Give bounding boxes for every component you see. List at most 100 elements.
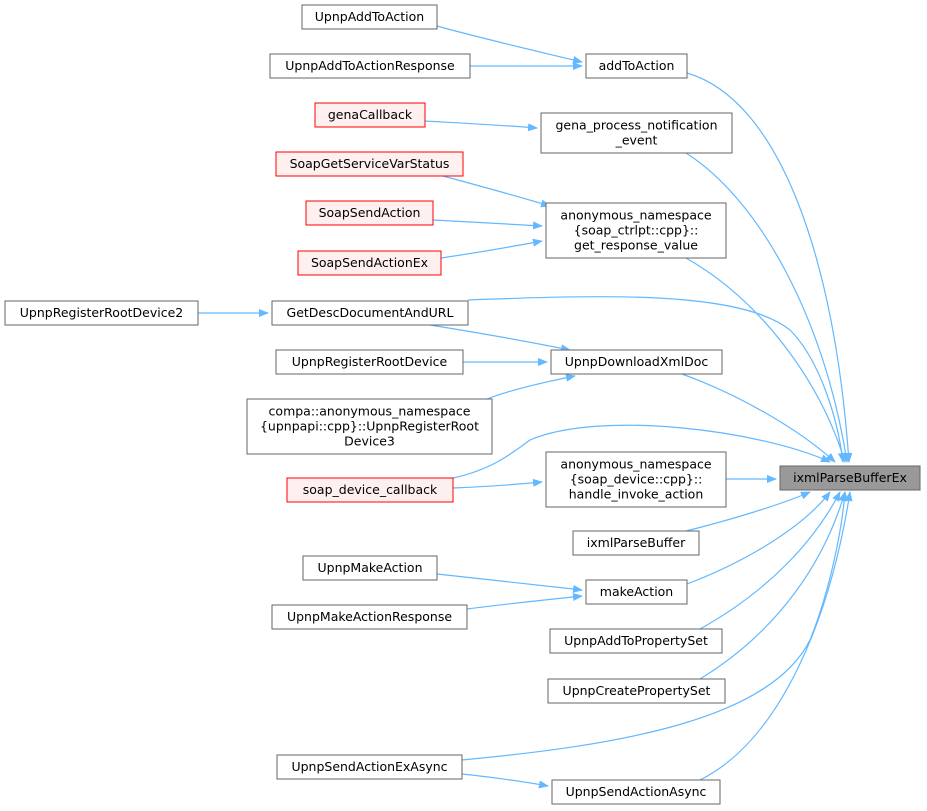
- node-SoapGetServiceVarStatus[interactable]: SoapGetServiceVarStatus: [275, 151, 464, 177]
- node-box: [540, 112, 733, 154]
- node-ixmlParseBuffer[interactable]: ixmlParseBuffer: [572, 530, 700, 556]
- edge-UpnpDownloadXmlDoc-to-ixmlParseBufferEx: [681, 373, 836, 463]
- node-box: [545, 451, 727, 508]
- edge-UpnpMakeActionResponse-to-makeAction: [466, 592, 583, 610]
- node-SoapSendAction[interactable]: SoapSendAction: [305, 200, 434, 226]
- node-label: anonymous_namespace: [560, 208, 711, 223]
- edge-get_response_value-to-ixmlParseBufferEx: [685, 257, 847, 463]
- edge-UpnpAddToAction-to-addToAction: [436, 25, 583, 64]
- node-label: UpnpMakeAction: [317, 560, 422, 575]
- node-makeAction[interactable]: makeAction: [585, 579, 688, 605]
- node-box: [271, 604, 468, 630]
- node-label: SoapSendAction: [319, 205, 421, 220]
- node-label: addToAction: [599, 58, 675, 73]
- node-UpnpAddToPropertySet[interactable]: UpnpAddToPropertySet: [549, 628, 723, 654]
- node-UpnpRegisterRootDevice2[interactable]: UpnpRegisterRootDevice2: [4, 300, 199, 326]
- node-UpnpAddToAction[interactable]: UpnpAddToAction: [301, 4, 438, 30]
- node-label: UpnpCreatePropertySet: [563, 683, 711, 698]
- node-UpnpRegisterRootDevice[interactable]: UpnpRegisterRootDevice: [275, 349, 464, 375]
- node-box: [286, 477, 454, 503]
- edge-SoapSendAction-to-get_response_value: [432, 219, 543, 230]
- node-box: [551, 779, 721, 805]
- node-box: [547, 678, 726, 704]
- edge-genaCallback-to-gena_process_notification_event: [424, 120, 538, 132]
- node-label: compa::anonymous_namespace: [269, 404, 471, 419]
- node-label: SoapGetServiceVarStatus: [290, 156, 450, 171]
- node-addToAction[interactable]: addToAction: [585, 53, 688, 79]
- edge-UpnpRegisterRootDevice3-to-UpnpDownloadXmlDoc: [486, 373, 576, 400]
- node-label: UpnpMakeActionResponse: [287, 609, 452, 624]
- edge-addToAction-to-ixmlParseBufferEx: [686, 72, 853, 463]
- node-box: [572, 530, 700, 556]
- node-box: [314, 102, 426, 128]
- node-GetDescDocumentAndURL[interactable]: GetDescDocumentAndURL: [271, 300, 469, 326]
- node-box: [301, 4, 438, 30]
- node-label: {upnpapi::cpp}::UpnpRegisterRoot: [260, 419, 479, 434]
- node-box: [545, 202, 727, 259]
- node-label: UpnpDownloadXmlDoc: [565, 354, 709, 369]
- node-genaCallback[interactable]: genaCallback: [314, 102, 426, 128]
- node-label: UpnpAddToPropertySet: [564, 633, 708, 648]
- node-label: handle_invoke_action: [569, 487, 704, 502]
- node-box: [275, 151, 464, 177]
- node-box: [550, 349, 723, 375]
- node-label: SoapSendActionEx: [311, 255, 428, 270]
- edge-ixmlParseBuffer-to-ixmlParseBufferEx: [685, 491, 811, 532]
- node-box: [305, 200, 434, 226]
- edge-UpnpSendActionAsync-to-ixmlParseBufferEx: [699, 491, 853, 781]
- node-UpnpMakeActionResponse[interactable]: UpnpMakeActionResponse: [271, 604, 468, 630]
- node-handle_invoke_action[interactable]: anonymous_namespace{soap_device::cpp}::h…: [545, 451, 727, 508]
- edge-GetDescDocumentAndURL-to-UpnpDownloadXmlDoc: [429, 324, 571, 353]
- node-UpnpRegisterRootDevice3[interactable]: compa::anonymous_namespace{upnpapi::cpp}…: [246, 398, 493, 455]
- node-box: [269, 53, 471, 79]
- edge-gena_process_notification_event-to-ixmlParseBufferEx: [685, 152, 850, 463]
- node-ixmlParseBufferEx[interactable]: ixmlParseBufferEx: [779, 465, 921, 491]
- edge-makeAction-to-ixmlParseBufferEx: [686, 491, 831, 585]
- node-label: soap_device_callback: [303, 482, 438, 497]
- edges-layer: [198, 25, 853, 789]
- node-UpnpDownloadXmlDoc[interactable]: UpnpDownloadXmlDoc: [550, 349, 723, 375]
- edge-SoapSendActionEx-to-get_response_value: [440, 238, 543, 259]
- node-gena_process_notification_event[interactable]: gena_process_notification_event: [540, 112, 733, 154]
- node-label: UpnpAddToAction: [315, 9, 424, 24]
- edge-GetDescDocumentAndURL-to-ixmlParseBufferEx: [467, 296, 846, 463]
- node-label: gena_process_notification: [555, 118, 717, 133]
- node-label: UpnpSendActionAsync: [566, 784, 707, 799]
- node-box: [585, 579, 688, 605]
- edge-UpnpAddToPropertySet-to-ixmlParseBufferEx: [699, 491, 841, 630]
- node-UpnpSendActionAsync[interactable]: UpnpSendActionAsync: [551, 779, 721, 805]
- node-box: [4, 300, 199, 326]
- edge-soap_device_callback-to-ixmlParseBufferEx: [452, 424, 831, 479]
- node-label: anonymous_namespace: [560, 457, 711, 472]
- node-UpnpCreatePropertySet[interactable]: UpnpCreatePropertySet: [547, 678, 726, 704]
- node-label: UpnpRegisterRootDevice: [292, 354, 448, 369]
- node-label: {soap_ctrlpt::cpp}::: [574, 223, 699, 238]
- node-get_response_value[interactable]: anonymous_namespace{soap_ctrlpt::cpp}::g…: [545, 202, 727, 259]
- edge-UpnpSendActionExAsync-to-ixmlParseBufferEx: [461, 491, 849, 761]
- edge-UpnpSendActionExAsync-to-UpnpSendActionAsync: [461, 773, 549, 789]
- edge-UpnpMakeAction-to-makeAction: [436, 573, 583, 593]
- node-label: genaCallback: [328, 107, 413, 122]
- node-box: [276, 754, 463, 780]
- node-box: [549, 628, 723, 654]
- node-UpnpSendActionExAsync[interactable]: UpnpSendActionExAsync: [276, 754, 463, 780]
- node-label: ixmlParseBufferEx: [793, 470, 907, 485]
- node-label: UpnpAddToActionResponse: [285, 58, 455, 73]
- node-box: [585, 53, 688, 79]
- node-box: [779, 465, 921, 491]
- node-label: GetDescDocumentAndURL: [287, 305, 454, 320]
- node-UpnpMakeAction[interactable]: UpnpMakeAction: [302, 555, 438, 581]
- edge-UpnpCreatePropertySet-to-ixmlParseBufferEx: [699, 491, 847, 680]
- node-box: [302, 555, 438, 581]
- node-box: [297, 250, 442, 276]
- node-label: get_response_value: [574, 238, 698, 253]
- node-UpnpAddToActionResponse[interactable]: UpnpAddToActionResponse: [269, 53, 471, 79]
- node-SoapSendActionEx[interactable]: SoapSendActionEx: [297, 250, 442, 276]
- node-label: makeAction: [600, 584, 673, 599]
- node-soap_device_callback[interactable]: soap_device_callback: [286, 477, 454, 503]
- node-label: UpnpRegisterRootDevice2: [20, 305, 183, 320]
- node-label: UpnpSendActionExAsync: [291, 759, 447, 774]
- node-label: Device3: [344, 434, 395, 449]
